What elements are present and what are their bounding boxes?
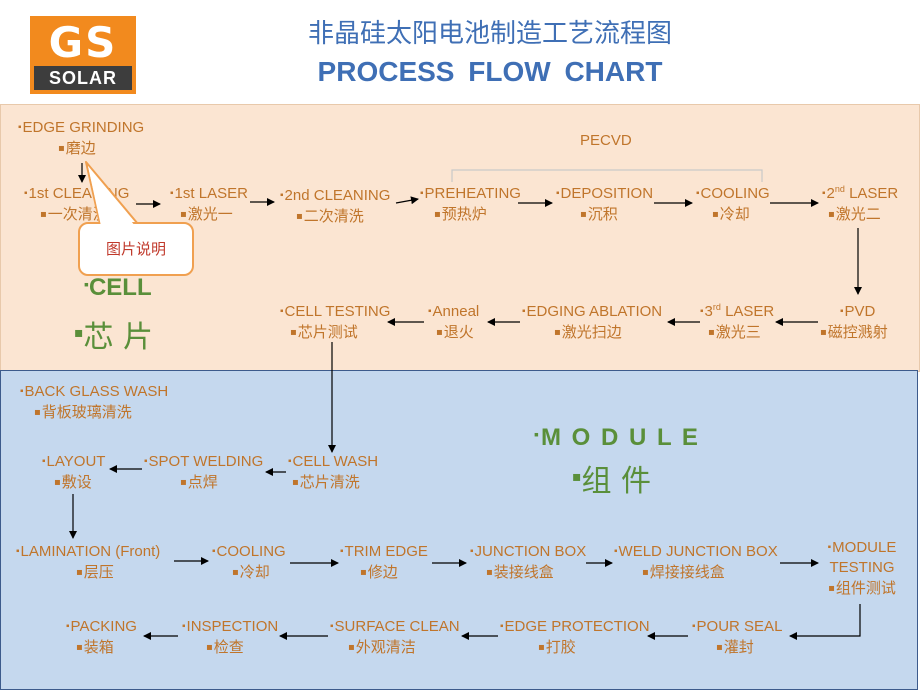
step-label-en: TRIM EDGE [340, 543, 428, 560]
step-label-en: EDGE GRINDING [18, 119, 144, 136]
step-1st-cleaning: 1st CLEANING 一次清洗 [24, 184, 129, 225]
step-edge-protection: EDGE PROTECTION 打胶 [500, 617, 650, 658]
step-label-en: PACKING [66, 618, 137, 635]
step-label-cn: 冷却 [232, 562, 286, 583]
step-label-cn: 芯片清洗 [292, 472, 378, 493]
step-label-cn: 沉积 [580, 204, 653, 225]
step-label-cn: 背板玻璃清洗 [34, 402, 168, 423]
module-section-label-cn: ▪组 件 [572, 464, 652, 499]
step-label-cn: 装接线盒 [486, 562, 586, 583]
page-title-en: PROCESS FLOW CHART [317, 56, 663, 87]
step-label-en: COOLING [212, 543, 286, 560]
step-pvd: PVD 磁控溅射 [820, 302, 888, 343]
step-packing: PACKING 装箱 [66, 617, 137, 658]
step-lamination: LAMINATION (Front) 层压 [16, 542, 160, 583]
step-3rd-laser: 3rd LASER 激光三 [700, 302, 774, 343]
image-caption-callout: 图片说明 [78, 222, 194, 276]
step-label-cn: 层压 [76, 562, 160, 583]
step-pour-seal: POUR SEAL 灌封 [692, 617, 782, 658]
pecvd-group-label: PECVD [580, 132, 632, 149]
step-1st-laser: 1st LASER 激光一 [170, 184, 248, 225]
step-label-en: COOLING [696, 185, 770, 202]
step-label-cn: 外观清洁 [348, 637, 460, 658]
step-cooling-module: COOLING 冷却 [212, 542, 286, 583]
step-label-cn: 组件测试 [812, 578, 912, 599]
step-label-en: 2nd LASER [822, 185, 898, 203]
step-cell-testing: CELL TESTING 芯片测试 [280, 302, 390, 343]
step-label-en: SURFACE CLEAN [330, 618, 460, 635]
step-label-cn: 修边 [360, 562, 428, 583]
step-surface-clean: SURFACE CLEAN 外观清洁 [330, 617, 460, 658]
step-label-cn: 退火 [436, 322, 479, 343]
step-weld-junction-box: WELD JUNCTION BOX 焊接接线盒 [614, 542, 778, 583]
step-2nd-laser: 2nd LASER 激光二 [822, 184, 898, 225]
step-label-cn: 冷却 [712, 204, 770, 225]
logo-subtext: SOLAR [34, 66, 132, 90]
step-label-cn: 磁控溅射 [820, 322, 888, 343]
step-label-cn: 灌封 [716, 637, 782, 658]
cell-section-label-cn: ▪芯 片 [74, 320, 154, 355]
step-label-en: SPOT WELDING [144, 453, 263, 470]
step-layout: LAYOUT 敷设 [42, 452, 105, 493]
step-label-en: DEPOSITION [556, 185, 653, 202]
step-label-en: INSPECTION [182, 618, 278, 635]
step-label-cn: 焊接接线盒 [642, 562, 778, 583]
step-label-en: BACK GLASS WASH [20, 383, 168, 400]
step-label-en: LAMINATION (Front) [16, 543, 160, 560]
step-label-cn: 敷设 [54, 472, 105, 493]
step-label-en: WELD JUNCTION BOX [614, 543, 778, 560]
step-label-en-line2: TESTING [829, 559, 895, 576]
step-inspection: INSPECTION 检查 [182, 617, 278, 658]
step-label-cn: 预热炉 [434, 204, 521, 225]
step-edge-grinding: EDGE GRINDING 磨边 [18, 118, 144, 159]
step-label-en: CELL TESTING [280, 303, 390, 320]
step-label-en: EDGE PROTECTION [500, 618, 650, 635]
step-label-en: Anneal [428, 303, 479, 320]
step-deposition: DEPOSITION 沉积 [556, 184, 653, 225]
step-label-cn: 点焊 [180, 472, 263, 493]
step-spot-welding: SPOT WELDING 点焊 [144, 452, 263, 493]
step-label-en: EDGING ABLATION [522, 303, 662, 320]
step-preheating: PREHEATING 预热炉 [420, 184, 521, 225]
step-label-cn: 检查 [206, 637, 278, 658]
step-label-en: 1st CLEANING [24, 185, 129, 202]
page-title-cn: 非晶硅太阳电池制造工艺流程图 [307, 19, 672, 49]
step-label-en: LAYOUT [42, 453, 105, 470]
step-module-testing: MODULE TESTING 组件测试 [812, 538, 912, 599]
step-junction-box: JUNCTION BOX 装接线盒 [470, 542, 586, 583]
step-label-cn: 磨边 [58, 138, 144, 159]
step-back-glass-wash: BACK GLASS WASH 背板玻璃清洗 [20, 382, 168, 423]
module-section-label-en: ▪M O D U L E [534, 424, 700, 451]
step-label-cn: 激光二 [828, 204, 898, 225]
step-label-cn: 二次清洗 [296, 206, 390, 227]
step-trim-edge: TRIM EDGE 修边 [340, 542, 428, 583]
step-label-cn: 激光三 [708, 322, 774, 343]
step-cooling-cell: COOLING 冷却 [696, 184, 770, 225]
step-2nd-cleaning: 2nd CLEANING 二次清洗 [280, 186, 390, 227]
step-label-en: 3rd LASER [700, 303, 774, 321]
step-label-en: 1st LASER [170, 185, 248, 202]
step-edging-ablation: EDGING ABLATION 激光扫边 [522, 302, 662, 343]
step-label-cn: 装箱 [76, 637, 137, 658]
gs-solar-logo: GS SOLAR [30, 16, 136, 94]
step-label-cn: 激光扫边 [554, 322, 662, 343]
step-cell-wash: CELL WASH 芯片清洗 [288, 452, 378, 493]
step-label-en: CELL WASH [288, 453, 378, 470]
step-label-en: MODULE [828, 539, 897, 556]
step-label-en: JUNCTION BOX [470, 543, 586, 560]
step-anneal: Anneal 退火 [428, 302, 479, 343]
step-label-cn: 激光一 [180, 204, 248, 225]
step-label-en: POUR SEAL [692, 618, 782, 635]
step-label-cn: 打胶 [538, 637, 650, 658]
logo-text: GS [48, 18, 118, 67]
step-label-en: 2nd CLEANING [280, 187, 390, 204]
step-label-cn: 芯片测试 [290, 322, 390, 343]
cell-section-label-en: ▪CELL [84, 274, 152, 301]
step-label-en: PVD [840, 303, 875, 320]
step-label-en: PREHEATING [420, 185, 521, 202]
